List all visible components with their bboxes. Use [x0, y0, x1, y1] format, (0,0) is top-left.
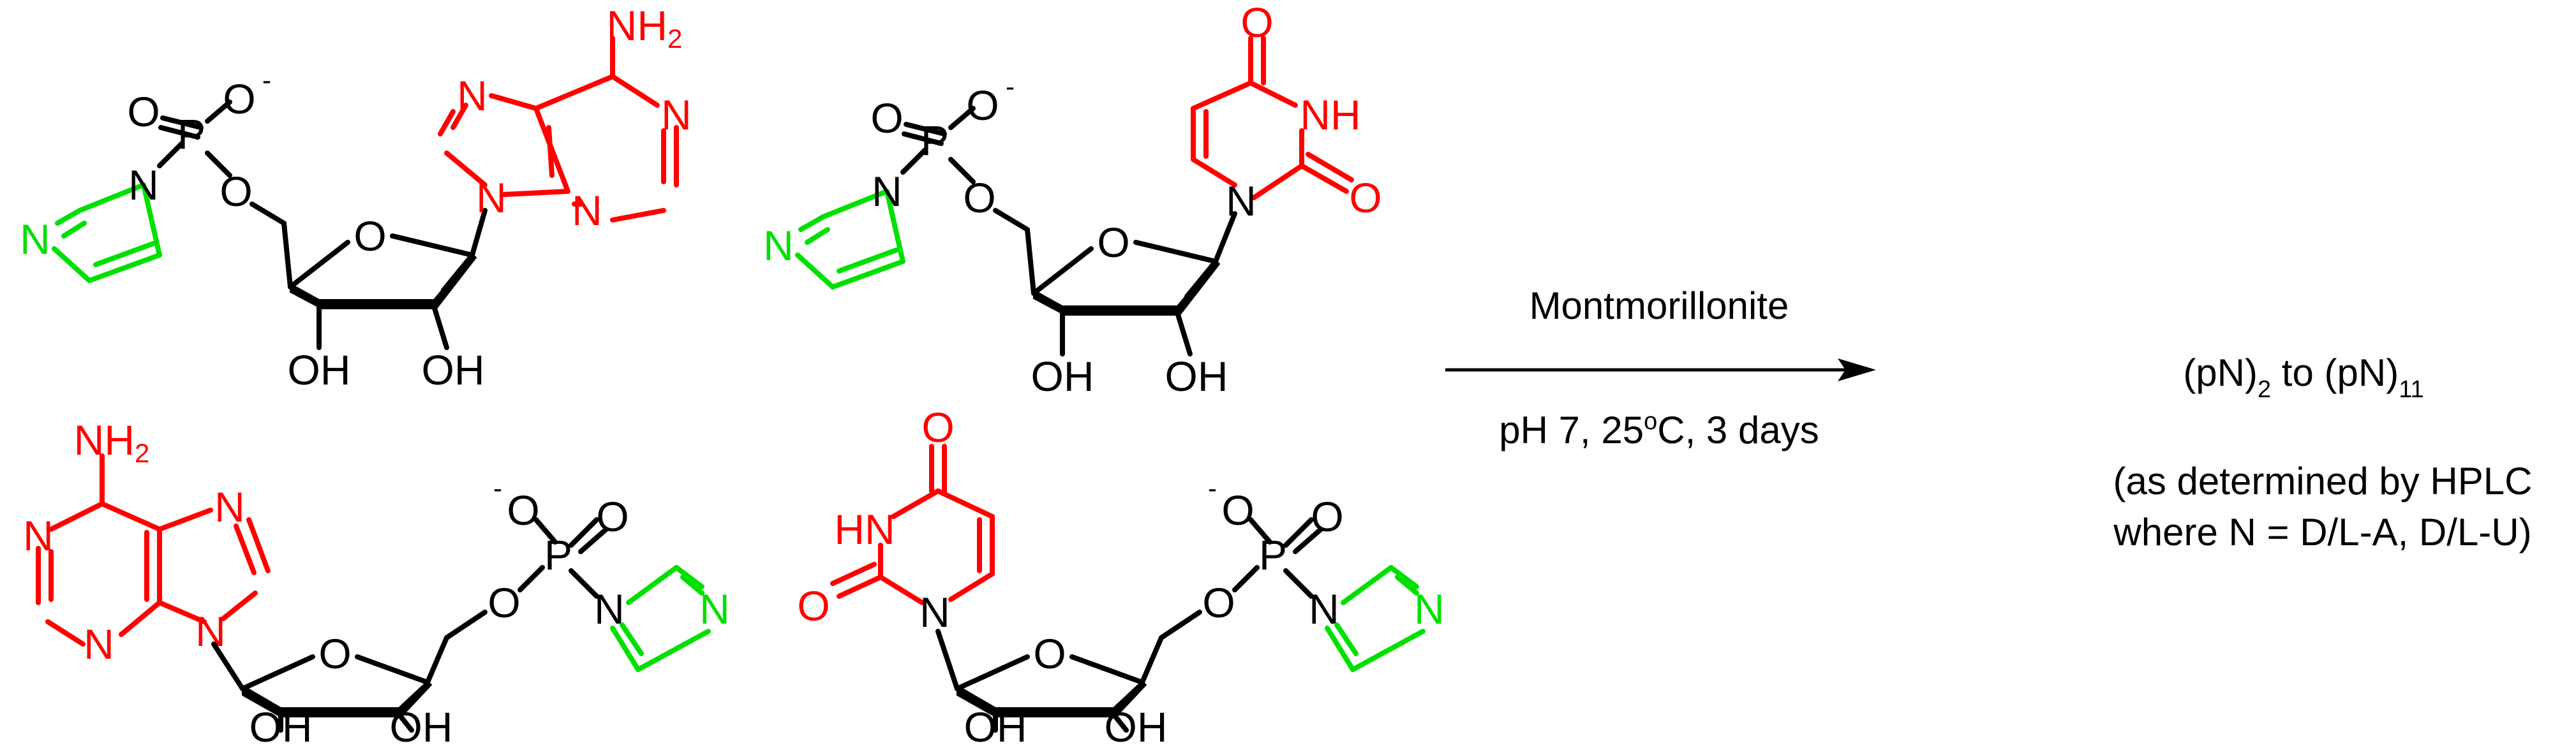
hydroxyl-3-label: OH — [964, 703, 1027, 748]
product-note-line1: (as determined by HPLC — [2113, 460, 2533, 502]
uracil-o4-atom: O — [921, 404, 954, 451]
imidazole-n1-atom: N — [872, 168, 902, 215]
hydroxyl-2-label: OH — [422, 346, 485, 393]
uracil-base — [1191, 36, 1354, 200]
imidazole-n3-atom: N — [20, 216, 50, 263]
uracil-n1-atom: N — [919, 589, 950, 636]
ribose-ring-oxygen-atom: O — [1097, 219, 1129, 266]
product-range-label: (pN)2 to (pN)11 — [2183, 351, 2423, 403]
imidazole-n3-atom: N — [763, 222, 794, 269]
phosphoryl-oxygen-atom: O — [1311, 493, 1343, 540]
ester-oxygen-atom: O — [220, 168, 252, 215]
adenine-n3-atom: N — [572, 187, 602, 234]
hydroxyl-3-label: OH — [249, 703, 313, 748]
negative-charge-label: - — [493, 473, 502, 503]
imidazole-n1-atom: N — [128, 161, 159, 209]
anionic-oxygen-atom: O — [223, 75, 255, 122]
conditions-label: pH 7, 25oC, 3 days — [1499, 408, 1819, 451]
imidazole-n3-atom: N — [1414, 585, 1445, 633]
uracil-n3h-label: HN — [834, 506, 895, 553]
imidazole-ring — [795, 189, 905, 290]
phosphorus-atom: P — [921, 117, 949, 164]
uracil-o4-atom: O — [1240, 0, 1273, 46]
imidazole-ring — [52, 182, 162, 283]
hydroxyl-3-label: OH — [1031, 353, 1094, 400]
adenine-n1-atom: N — [23, 512, 54, 559]
adenine-nh2-label: NH2 — [607, 2, 683, 54]
imidazole-n1-atom: N — [1309, 585, 1339, 633]
anionic-oxygen-atom: O — [507, 487, 539, 534]
uracil-n3h-label: NH — [1300, 91, 1360, 138]
molecule-imidazolide-adenosine-bottom: NH2 N N N N O OH OH O P - O O N — [23, 416, 730, 748]
hydroxyl-2-label: OH — [1105, 703, 1168, 748]
imidazole-n1-atom: N — [594, 585, 625, 633]
product-note-line2: where N = D/L-A, D/L-U) — [2113, 511, 2531, 554]
uracil-n1-atom: N — [1226, 177, 1256, 224]
phosphorus-atom: P — [1259, 531, 1287, 578]
imidazole-ring — [610, 565, 711, 672]
imidazole-ring — [1325, 565, 1426, 672]
ribose-ring-oxygen-atom: O — [1033, 630, 1066, 677]
ester-oxygen-atom: O — [1202, 579, 1235, 626]
product-group: (pN)2 to (pN)11 (as determined by HPLC w… — [2113, 351, 2532, 554]
reaction-arrow-head — [1838, 358, 1876, 381]
phosphorus-atom: P — [544, 531, 572, 578]
adenine-base — [438, 36, 679, 223]
ester-oxygen-atom: O — [963, 174, 995, 221]
negative-charge-label: - — [1006, 71, 1015, 101]
phosphoryl-oxygen-atom: O — [870, 94, 903, 142]
phosphorus-atom: P — [177, 110, 205, 158]
imidazole-n3-atom: N — [699, 585, 730, 633]
hydroxyl-3-label: OH — [288, 346, 351, 393]
reaction-arrow-group: Montmorillonite pH 7, 25oC, 3 days — [1445, 284, 1876, 451]
adenine-n3-atom: N — [84, 620, 114, 668]
molecule-imidazolide-adenosine-top: N N P O O - O O OH OH — [20, 2, 692, 393]
ribose-ring-oxygen-atom: O — [318, 630, 351, 677]
molecule-imidazolide-uridine-top: N N P O O - O O OH OH — [763, 0, 1382, 400]
ester-oxygen-atom: O — [488, 579, 520, 626]
adenine-n1-atom: N — [661, 91, 692, 138]
uracil-o2-atom: O — [797, 582, 830, 629]
adenine-base — [36, 453, 271, 647]
negative-charge-label: - — [262, 65, 271, 95]
anionic-oxygen-atom: O — [966, 82, 999, 129]
hydroxyl-2-label: OH — [1165, 353, 1228, 400]
adenine-n9-atom: N — [195, 608, 226, 655]
uracil-o2-atom: O — [1349, 174, 1381, 221]
adenine-n9-atom: N — [476, 174, 507, 221]
ribose-ring-oxygen-atom: O — [354, 212, 386, 260]
negative-charge-label: - — [1208, 473, 1217, 503]
hydroxyl-2-label: OH — [390, 703, 453, 748]
uracil-base — [830, 444, 995, 605]
adenine-nh2-label: NH2 — [74, 416, 150, 468]
molecule-imidazolide-uridine-bottom: O HN O N O OH OH O P - O O N — [797, 404, 1445, 748]
reagent-label: Montmorillonite — [1530, 284, 1789, 327]
phosphoryl-oxygen-atom: O — [127, 88, 160, 135]
adenine-n7-atom: N — [457, 72, 488, 119]
anionic-oxygen-atom: O — [1221, 487, 1254, 534]
adenine-n7-atom: N — [214, 483, 245, 531]
phosphoryl-oxygen-atom: O — [596, 493, 629, 540]
